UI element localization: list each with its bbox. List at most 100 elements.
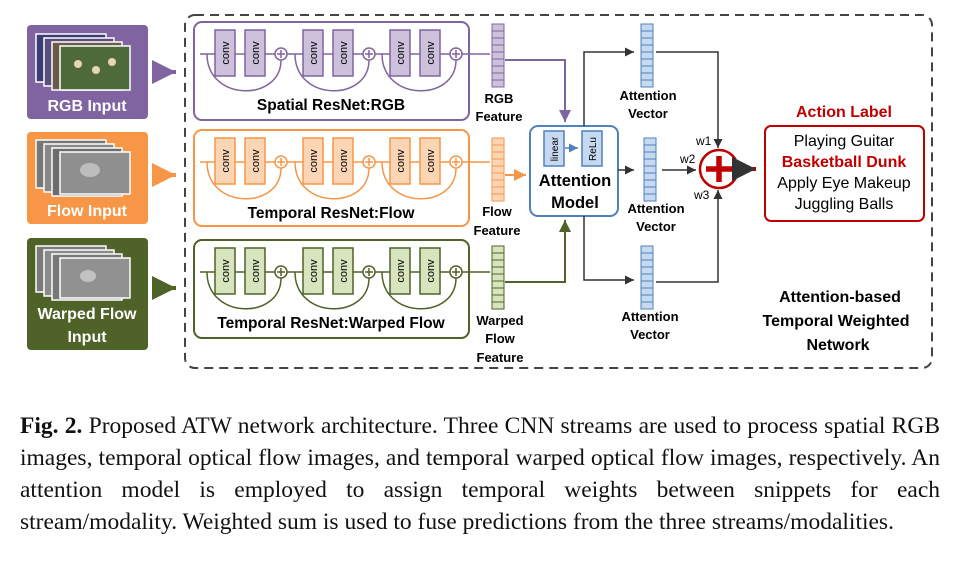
spatial-skip-connection	[381, 53, 457, 92]
attention-vector3-cell	[640, 273, 654, 282]
temporal-skip-connection	[294, 161, 370, 200]
spatial-skip-connection	[206, 53, 282, 92]
warped-stream-title: Temporal ResNet:Warped Flow	[217, 315, 445, 332]
warped-to-attention-line	[505, 220, 571, 283]
flow-feature-cell	[491, 193, 505, 202]
warped-conv-block	[244, 247, 266, 295]
action-label-box	[764, 125, 925, 222]
attention-model-label-2: Model	[551, 194, 599, 212]
conv-blocks: conv conv conv conv conv conv conv conv conv conv…	[200, 29, 490, 310]
temporal-conv-label: conv	[425, 149, 437, 173]
plus-icon	[706, 156, 732, 182]
rgb-feature-cell	[491, 72, 505, 81]
spatial-conv-label: conv	[395, 41, 407, 65]
w2-label: w2	[679, 152, 696, 166]
spatial-conv-block	[332, 29, 354, 77]
warped-feature-cell	[491, 287, 505, 296]
atw-diagram: RGB Input Flow Input Warped Flow Input c…	[27, 14, 933, 369]
attention-vector3-cell	[640, 280, 654, 289]
plus-icon	[277, 158, 285, 166]
temporal-skip-connection	[381, 161, 457, 200]
network-title-2: Temporal Weighted	[763, 313, 910, 330]
rgb-feature-cell	[491, 58, 505, 67]
w1-line	[656, 51, 723, 148]
temporal-conv-label: conv	[250, 149, 262, 173]
spatial-conv-label: conv	[425, 41, 437, 65]
spatial-conv-block	[244, 29, 266, 77]
rgb-feature-label-1: RGB	[485, 91, 514, 106]
warped-skip-connection	[294, 271, 370, 310]
temporal-conv-block	[214, 137, 236, 185]
temporal-conv-block	[302, 137, 324, 185]
rgb-input-label: RGB Input	[47, 98, 127, 115]
flow-feature-label-1: Flow	[482, 204, 512, 219]
temporal-conv-label: conv	[338, 149, 350, 173]
warped-input-label-1: Warped Flow	[38, 306, 138, 323]
temporal-conv-label: conv	[395, 149, 407, 173]
flow-feature-cell	[491, 179, 505, 188]
flow-input-label: Flow Input	[47, 203, 128, 220]
flow-feature-cell	[491, 151, 505, 160]
warped-feature-cell	[491, 259, 505, 268]
attention-vector1-cell	[640, 65, 654, 74]
w1-label: w1	[695, 134, 712, 148]
attention-vector2-cell	[643, 144, 657, 153]
warped-feature-cell	[491, 252, 505, 261]
plus-icon	[277, 268, 285, 276]
attention-model-label-1: Attention	[539, 172, 611, 190]
attention-vector1-cell	[640, 72, 654, 81]
warped-feature-label-2: Flow	[485, 331, 515, 346]
warped-conv-block	[389, 247, 411, 295]
attention-vector2-label-2: Vector	[636, 219, 676, 234]
attention-vector2-cell	[643, 158, 657, 167]
temporal-conv-label: conv	[220, 149, 232, 173]
spatial-conv-label: conv	[250, 41, 262, 65]
w3-line	[656, 190, 723, 283]
attention-vector2-cell	[643, 186, 657, 195]
action-label-item: Apply Eye Makeup	[777, 175, 911, 192]
spatial-skip-connection	[294, 53, 370, 92]
attention-vector1-cell	[640, 30, 654, 39]
weighted-sum-node	[698, 148, 740, 190]
warped-input-panel: Warped Flow Input	[27, 238, 148, 350]
warped-feature-label-3: Feature	[477, 350, 524, 365]
relu-layer-label: ReLu	[588, 137, 599, 161]
warped-feature-cell	[491, 294, 505, 303]
linear-layer-label: linear	[550, 136, 561, 161]
warped-feature-cell	[491, 245, 505, 254]
spatial-stream-title: Spatial ResNet:RGB	[257, 97, 405, 114]
attention-vector2-cell	[643, 151, 657, 160]
attention-vector1-cell	[640, 51, 654, 60]
attention-vector2-cell	[643, 179, 657, 188]
action-label-title: Action Label	[796, 104, 892, 121]
rgb-feature-cell	[491, 51, 505, 60]
warped-conv-label: conv	[395, 259, 407, 283]
action-label-item: Basketball Dunk	[782, 154, 907, 171]
spatial-conv-label: conv	[338, 41, 350, 65]
warped-feature-cell	[491, 273, 505, 282]
attention-vector2-cell	[643, 137, 657, 146]
spatial-conv-block	[302, 29, 324, 77]
attention-vector1-cell	[640, 58, 654, 67]
warped-feature-cell	[491, 301, 505, 310]
rgb-feature-label-2: Feature	[476, 109, 523, 124]
attention-vector3-cell	[640, 294, 654, 303]
rgb-feature-cell	[491, 30, 505, 39]
attention-vector3-cell	[640, 266, 654, 275]
rgb-feature-cell	[491, 37, 505, 46]
spatial-conv-block	[389, 29, 411, 77]
attention-vector2-cell	[643, 165, 657, 174]
spatial-conv-block	[214, 29, 236, 77]
rgb-feature-cell	[491, 79, 505, 88]
plus-icon	[365, 268, 373, 276]
attention-vector3-cell	[640, 287, 654, 296]
network-frame	[184, 14, 933, 369]
rgb-feature-cell	[491, 44, 505, 53]
network-title-1: Attention-based	[779, 289, 901, 306]
linear-layer	[543, 130, 565, 167]
plus-icon	[452, 158, 460, 166]
attention-vector3-cell	[640, 301, 654, 310]
attention-vector1-cell	[640, 79, 654, 88]
warped-input-label-2: Input	[67, 329, 107, 346]
spatial-conv-block	[419, 29, 441, 77]
